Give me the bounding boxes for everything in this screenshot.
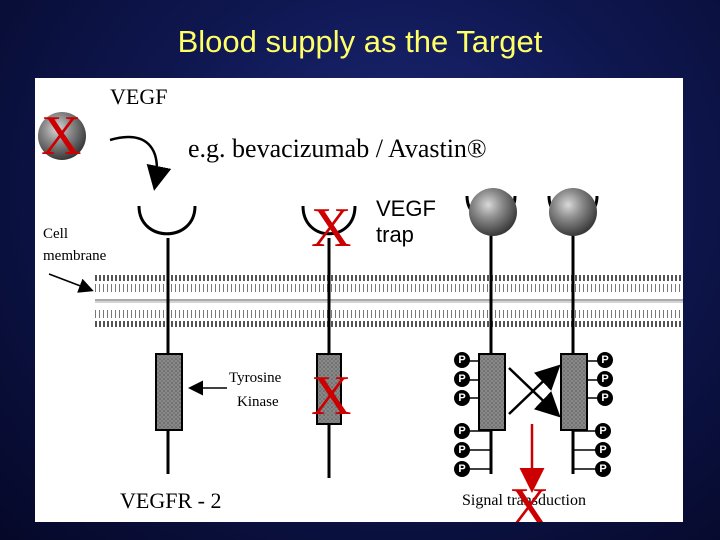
phospho-icon: P bbox=[454, 423, 470, 439]
phosphate-stems bbox=[467, 360, 599, 470]
block-mark-trap: X bbox=[311, 197, 352, 259]
membrane-pointer-arrow bbox=[48, 273, 94, 293]
phospho-icon: P bbox=[454, 442, 470, 458]
receptor-dimer bbox=[465, 195, 599, 474]
receptor-2 bbox=[301, 205, 357, 478]
receptor-label: VEGFR - 2 bbox=[120, 488, 222, 513]
block-mark-vegf: X bbox=[41, 105, 82, 167]
trap-label-line2: trap bbox=[376, 222, 414, 247]
phospho-icon: P bbox=[595, 423, 611, 439]
cell-membrane-label-line2: membrane bbox=[43, 248, 107, 264]
binding-arrow bbox=[109, 135, 172, 191]
slide-title: Blood supply as the Target bbox=[177, 24, 543, 59]
phospho-icon: P bbox=[454, 390, 470, 406]
receptor-1 bbox=[137, 205, 197, 474]
vegf-ligand-bound-right bbox=[549, 188, 597, 236]
block-mark-signal: X bbox=[509, 477, 550, 522]
vegf-ligand-free bbox=[38, 112, 86, 160]
cell-membrane-label-line1: Cell bbox=[43, 226, 68, 242]
phospho-icon: P bbox=[597, 371, 613, 387]
phospho-icon: P bbox=[454, 371, 470, 387]
phospho-icon: P bbox=[597, 352, 613, 368]
tyrosine-kinase-label-line1: Tyrosine bbox=[229, 370, 282, 386]
diagram-panel: P P P P P P P P P P P P VEGF e.g. bevaci… bbox=[35, 78, 683, 522]
phospho-icon: P bbox=[454, 461, 470, 477]
signal-transduction-label: Signal transduction bbox=[462, 492, 586, 509]
phospho-icon: P bbox=[595, 461, 611, 477]
cell-membrane bbox=[95, 274, 683, 330]
phospho-icon: P bbox=[595, 442, 611, 458]
vegf-ligand-bound-left bbox=[469, 188, 517, 236]
phospho-icon: P bbox=[454, 352, 470, 368]
drug-label: e.g. bevacizumab / Avastin® bbox=[188, 134, 487, 163]
phospho-icon: P bbox=[597, 390, 613, 406]
diagram-svg bbox=[38, 112, 683, 493]
cross-arrow-2 bbox=[508, 364, 561, 415]
vegf-label: VEGF bbox=[110, 84, 168, 109]
block-mark-kinase: X bbox=[311, 365, 352, 427]
trap-label-line1: VEGF bbox=[376, 196, 436, 221]
tyrosine-kinase-label-line2: Kinase bbox=[237, 394, 279, 410]
